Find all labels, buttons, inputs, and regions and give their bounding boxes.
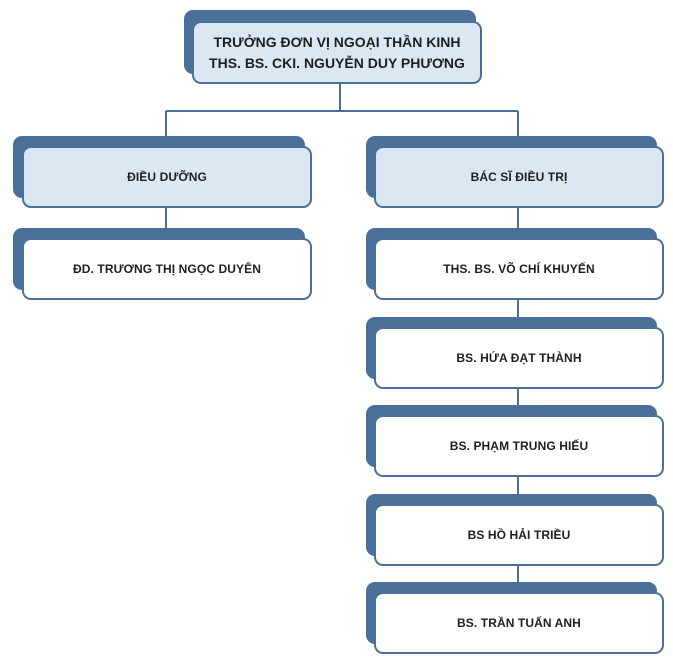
staff-card-doctor: BS HỒ HẢI TRIỀU bbox=[366, 494, 664, 566]
staff-name: THS. BS. VÕ CHÍ KHUYẾN bbox=[443, 262, 595, 276]
staff-card-doctor: BS. PHẠM TRUNG HIẾU bbox=[366, 405, 664, 477]
staff-name: BS. HỨA ĐẠT THÀNH bbox=[456, 351, 582, 365]
staff-name: BS HỒ HẢI TRIỀU bbox=[467, 528, 571, 542]
branch-doctors-header: BÁC SĨ ĐIỀU TRỊ bbox=[366, 136, 664, 208]
root-node: TRƯỞNG ĐƠN VỊ NGOẠI THẦN KINH THS. BS. C… bbox=[184, 10, 482, 84]
staff-card-doctor: BS. TRẦN TUẤN ANH bbox=[366, 582, 664, 654]
root-title: TRƯỞNG ĐƠN VỊ NGOẠI THẦN KINH THS. BS. C… bbox=[209, 32, 465, 73]
root-title-line1: TRƯỞNG ĐƠN VỊ NGOẠI THẦN KINH bbox=[213, 34, 461, 51]
branch-nursing-header: ĐIỀU DƯỠNG bbox=[13, 136, 312, 208]
staff-name: BS. TRẦN TUẤN ANH bbox=[457, 616, 581, 630]
staff-name: BS. PHẠM TRUNG HIẾU bbox=[449, 439, 589, 453]
staff-card-doctor: BS. HỨA ĐẠT THÀNH bbox=[366, 317, 664, 389]
root-title-line2: THS. BS. CKI. NGUYỄN DUY PHƯƠNG bbox=[209, 54, 465, 71]
staff-card-nursing: ĐD. TRƯƠNG THỊ NGỌC DUYÊN bbox=[13, 228, 312, 300]
branch-nursing-title: ĐIỀU DƯỠNG bbox=[127, 170, 207, 184]
staff-card-doctor: THS. BS. VÕ CHÍ KHUYẾN bbox=[366, 228, 664, 300]
branch-doctors-title: BÁC SĨ ĐIỀU TRỊ bbox=[470, 170, 568, 184]
staff-name: ĐD. TRƯƠNG THỊ NGỌC DUYÊN bbox=[72, 262, 262, 276]
